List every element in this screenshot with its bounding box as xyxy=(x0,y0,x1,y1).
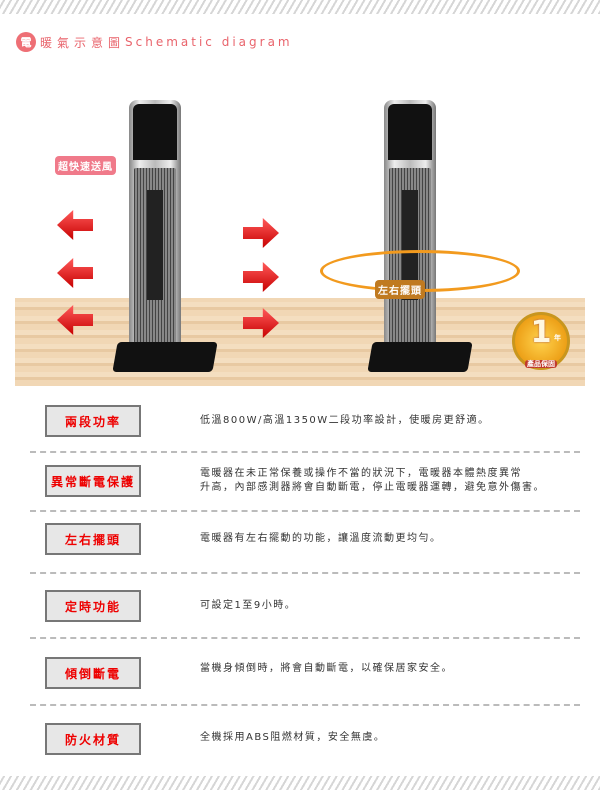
arrow-right-icon xyxy=(243,262,279,292)
divider xyxy=(30,637,580,639)
bottom-hatch-divider xyxy=(0,776,600,790)
heater-right xyxy=(367,100,473,372)
arrow-left-icon xyxy=(57,210,93,240)
arrow-left-icon xyxy=(57,258,93,288)
feature-desc: 電暖器有左右擺動的功能，讓溫度流動更均勻。 xyxy=(200,533,442,544)
warranty-badge: 1 年 產品保固 xyxy=(512,312,570,370)
feature-desc: 可設定1至9小時。 xyxy=(200,600,297,611)
feature-label: 左右擺頭 xyxy=(45,523,141,555)
divider xyxy=(30,704,580,706)
electric-icon: 電 xyxy=(16,32,36,52)
swing-tag: 左右擺頭 xyxy=(375,280,425,299)
divider xyxy=(30,572,580,574)
heater-left xyxy=(112,100,218,372)
feature-label: 定時功能 xyxy=(45,590,141,622)
divider xyxy=(30,451,580,453)
wood-floor xyxy=(15,298,585,386)
divider xyxy=(30,510,580,512)
feature-desc: 全機採用ABS阻燃材質，安全無虞。 xyxy=(200,732,386,743)
title-en: Schematic diagram xyxy=(125,35,293,49)
top-hatch-divider xyxy=(0,0,600,14)
feature-label: 防火材質 xyxy=(45,723,141,755)
feature-label: 異常斷電保護 xyxy=(45,465,141,497)
arrow-right-icon xyxy=(243,218,279,248)
feature-desc: 電暖器在未正常保養或操作不當的狀況下，電暖器本體熱度異常升高，內部感測器將會自動… xyxy=(200,468,545,493)
feature-desc: 當機身傾倒時，將會自動斷電，以確保居家安全。 xyxy=(200,663,453,674)
title-cn: 暖氣示意圖 xyxy=(40,35,126,50)
feature-label: 兩段功率 xyxy=(45,405,141,437)
feature-label: 傾倒斷電 xyxy=(45,657,141,689)
fast-airflow-tag: 超快速送風 xyxy=(55,156,116,175)
schematic-illustration: 超快速送風 左右擺頭 1 年 產品保固 xyxy=(15,80,585,386)
section-title: 電 暖氣示意圖 Schematic diagram xyxy=(16,32,293,52)
feature-desc: 低溫800W/高溫1350W二段功率設計，使暖房更舒適。 xyxy=(200,415,490,426)
